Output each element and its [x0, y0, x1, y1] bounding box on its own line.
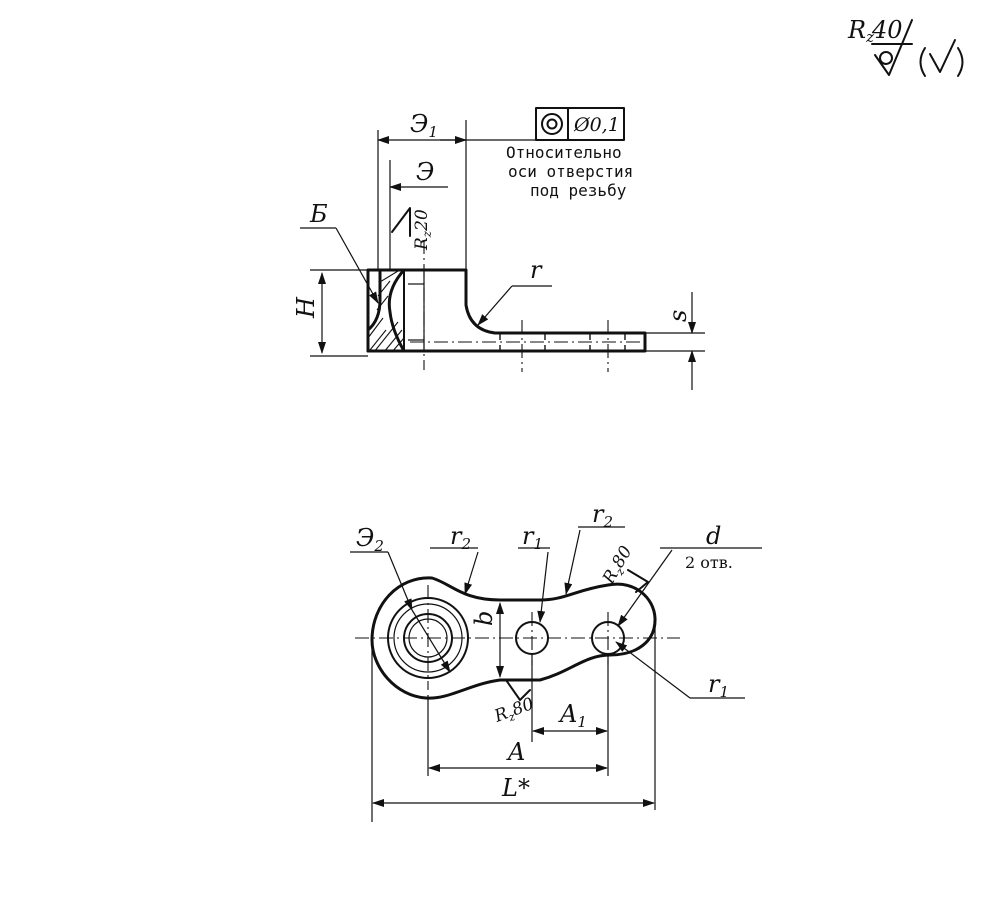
- tolerance-note-line-3: под резьбу: [530, 181, 627, 200]
- roughness-rz80-bottom: Rz80: [491, 679, 537, 729]
- dim-h: H: [292, 296, 320, 319]
- tolerance-note-line-2: оси отверстия: [508, 162, 633, 181]
- tolerance-frame: Ø0,1: [535, 107, 625, 141]
- section-b-hatch: [366, 268, 406, 353]
- label-r: r: [530, 256, 543, 284]
- svg-text:Rz: Rz: [847, 16, 874, 46]
- dim-d2: Э2: [356, 524, 384, 555]
- roughness-check-bracketed-icon: [929, 39, 956, 73]
- side-outline: [366, 268, 647, 353]
- corner-roughness-symbol: Rz 40: [847, 16, 964, 77]
- holes-note: 2 отв.: [685, 553, 733, 572]
- label-d-hole: d: [706, 522, 721, 550]
- side-view: Э1 Э Rz20 Б r H s: [292, 107, 705, 390]
- roughness-check-icon: [871, 19, 913, 76]
- dim-d: Э: [416, 158, 434, 186]
- dim-a1: A1: [558, 700, 587, 731]
- dim-d1: Э1: [410, 110, 438, 141]
- concentricity-icon: [541, 113, 563, 135]
- roughness-circle-icon: [879, 51, 893, 65]
- svg-text:Rz80: Rz80: [599, 542, 639, 589]
- svg-text:Rz20: Rz20: [412, 209, 434, 251]
- svg-text:Rz80: Rz80: [491, 694, 537, 729]
- label-r2-right: r2: [592, 500, 613, 531]
- roughness-rz20: Rz20: [391, 207, 434, 251]
- dim-a: A: [506, 738, 525, 766]
- label-r2-left: r2: [450, 522, 471, 553]
- label-r1-top: r1: [522, 522, 543, 553]
- label-b-section: Б: [309, 200, 328, 228]
- tolerance-value: Ø0,1: [573, 114, 620, 136]
- dim-b: b: [470, 611, 498, 626]
- corner-rz-value: 40: [871, 16, 903, 44]
- tolerance-note-line-1: Относительно: [506, 143, 622, 162]
- corner-rz-sub: z: [865, 28, 874, 46]
- top-outline: [370, 576, 657, 700]
- dim-l: L*: [501, 774, 530, 802]
- roughness-rz80-right: Rz80: [599, 542, 649, 593]
- corner-rz-letter: R: [847, 16, 866, 44]
- top-view: Э2 r2 r1 r2 d 2 отв. Rz80 r1 b: [350, 500, 762, 822]
- label-r1-right: r1: [708, 670, 729, 701]
- dim-s: s: [664, 310, 692, 322]
